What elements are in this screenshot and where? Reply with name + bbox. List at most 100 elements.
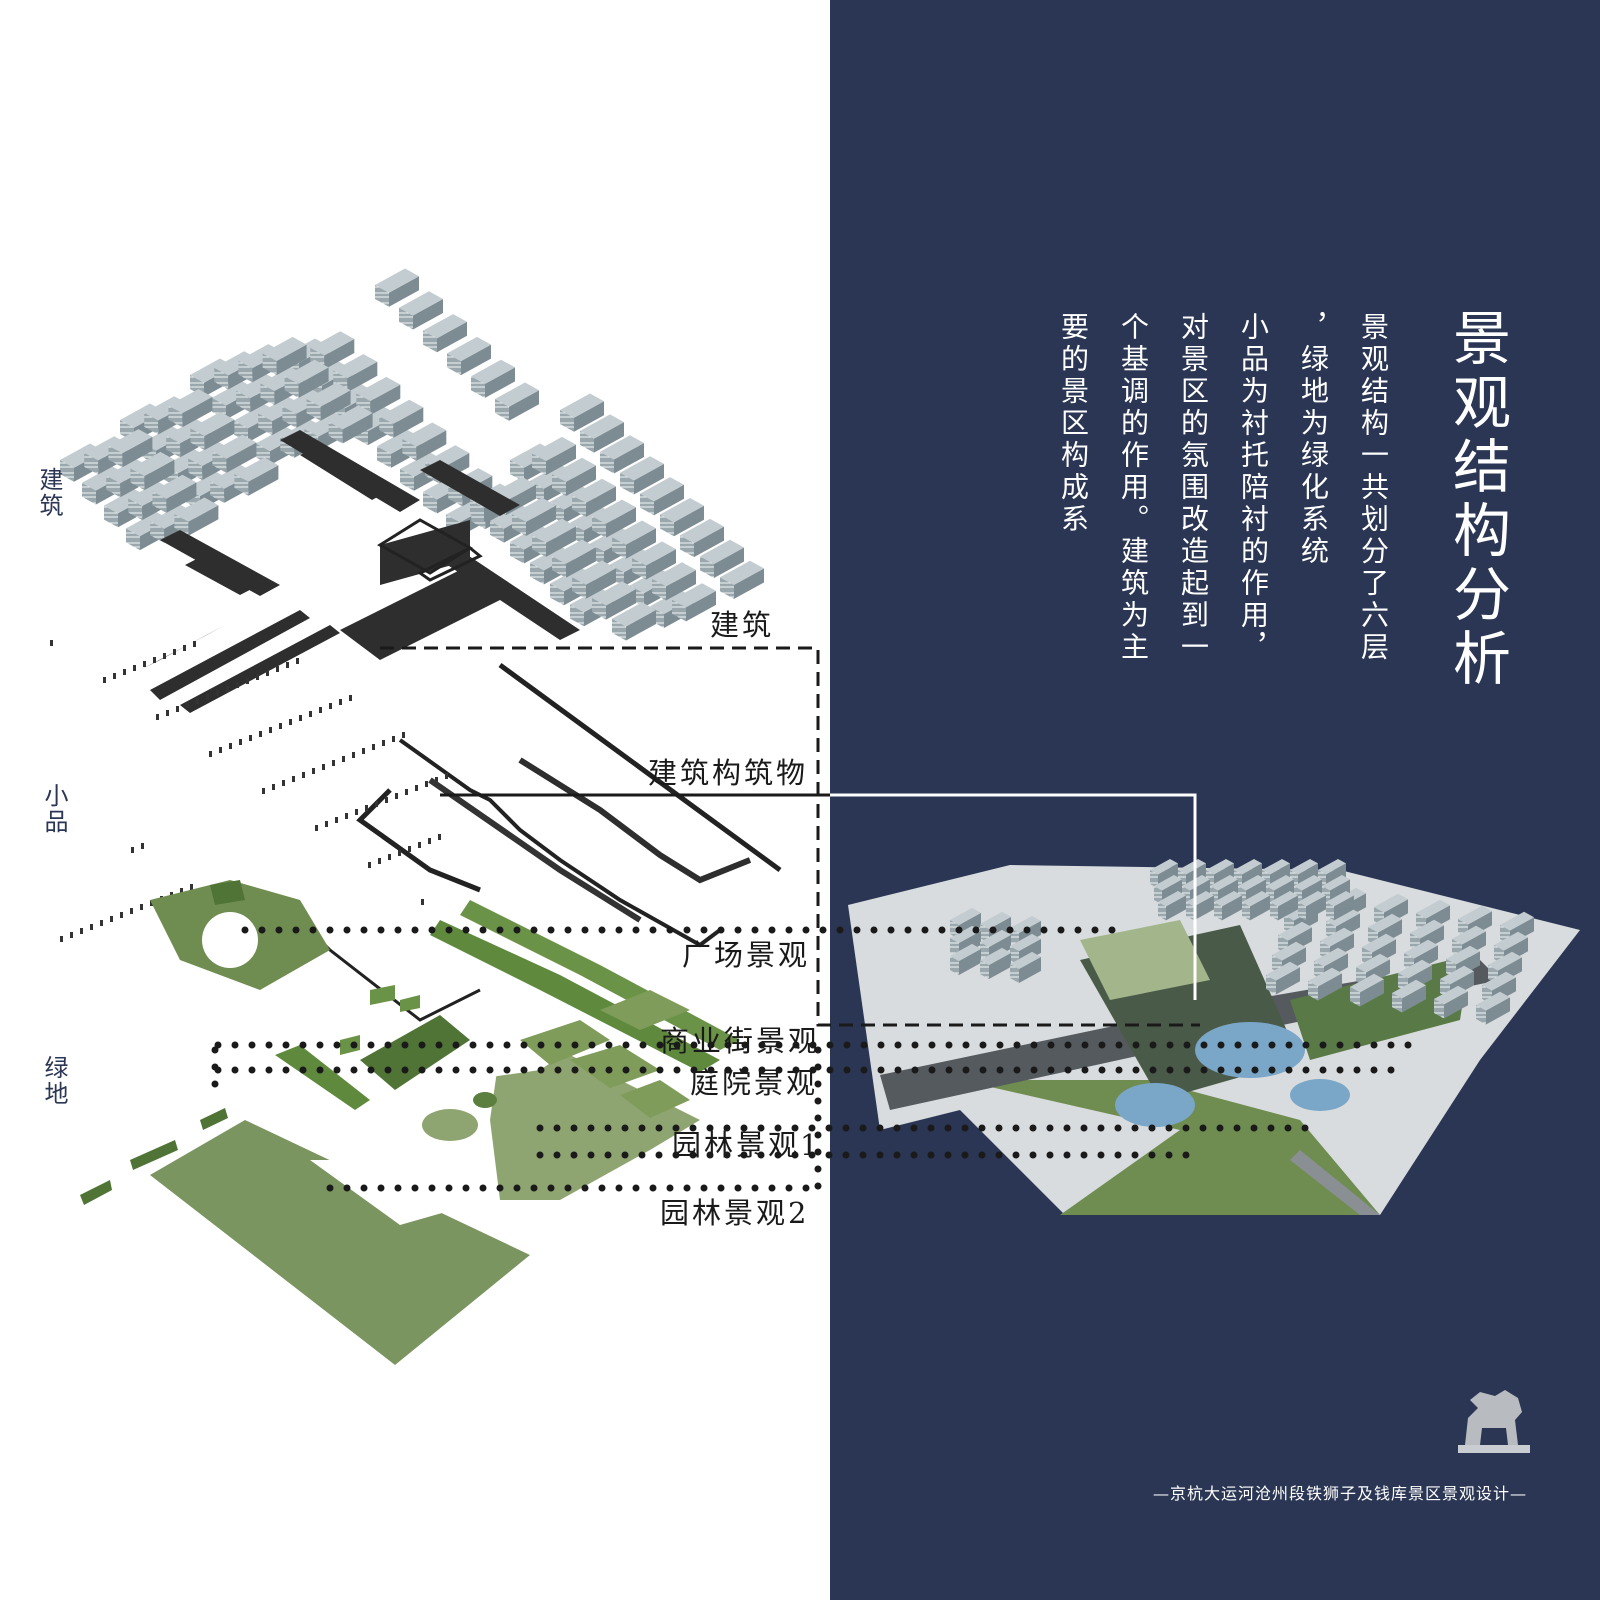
sketch-item-mark xyxy=(163,653,166,659)
building-block xyxy=(1392,979,1426,1013)
building-block xyxy=(130,451,175,491)
sketch-item-mark xyxy=(206,694,209,700)
sketch-item-mark xyxy=(80,928,83,934)
lion-statue-logo xyxy=(1458,1390,1530,1453)
sketch-item-mark xyxy=(322,764,325,770)
sketch-item-mark xyxy=(286,662,289,668)
building-block xyxy=(379,399,424,438)
sketch-item-mark xyxy=(156,714,159,720)
sketch-item-mark xyxy=(415,785,418,791)
building-block xyxy=(306,382,351,421)
side-label-green: 绿地 xyxy=(40,1055,68,1107)
sketch-item-mark xyxy=(180,888,183,894)
sketch-item-mark xyxy=(113,673,116,679)
building-block xyxy=(174,497,219,536)
sketch-item-mark xyxy=(289,719,292,725)
body-line-5: 个基调的作用。建筑为主 xyxy=(1117,312,1150,664)
sketch-item-mark xyxy=(130,908,133,914)
building-block xyxy=(532,436,576,476)
building-block xyxy=(632,541,676,580)
building-block xyxy=(660,498,704,537)
label-garden1: 园林景观1 xyxy=(672,1128,822,1162)
sketch-item-mark xyxy=(176,706,179,712)
building-block xyxy=(1266,961,1300,995)
sketch-item-mark xyxy=(269,727,272,733)
sketch-item-mark xyxy=(141,843,144,849)
sketch-item-mark xyxy=(329,703,332,709)
building-block xyxy=(680,518,724,558)
sketch-item-mark xyxy=(309,711,312,717)
building-outline xyxy=(377,518,483,582)
building-block xyxy=(168,389,213,428)
sketch-item-mark xyxy=(226,686,229,692)
sketch-item-mark xyxy=(100,920,103,926)
building-block xyxy=(234,457,279,496)
building-block xyxy=(423,314,467,353)
sketch-item-mark xyxy=(368,862,371,868)
traditional-buildings xyxy=(140,430,580,713)
sketch-item-mark xyxy=(362,748,365,754)
building-block xyxy=(1350,973,1384,1007)
right-panel xyxy=(830,0,1600,1600)
sketch-item-mark xyxy=(296,658,299,664)
sketch-item-mark xyxy=(352,752,355,758)
sketch-item-mark xyxy=(259,731,262,737)
sketch-item-mark xyxy=(282,780,285,786)
building-block xyxy=(1434,985,1468,1019)
building-block xyxy=(580,414,624,453)
sketch-item-mark xyxy=(276,666,279,672)
building-block xyxy=(1476,991,1510,1025)
building-block xyxy=(720,560,764,599)
building-layer xyxy=(60,268,764,641)
green-layer xyxy=(80,880,740,1365)
building-block xyxy=(1186,891,1214,921)
sketch-item-mark xyxy=(435,777,438,783)
building-block xyxy=(512,497,556,536)
sketch-item-mark xyxy=(342,756,345,762)
sketch-item-mark xyxy=(249,735,252,741)
building-block xyxy=(1298,891,1326,921)
sketch-item-mark xyxy=(438,834,441,840)
sketch-item-mark xyxy=(345,813,348,819)
page-title: 景观结构分析 xyxy=(1443,308,1511,692)
sketch-item-mark xyxy=(408,846,411,852)
sketch-item-mark xyxy=(262,788,265,794)
sketch-item-mark xyxy=(70,932,73,938)
sketch-item-mark xyxy=(325,821,328,827)
sketch-item-mark xyxy=(209,751,212,757)
sketch-item-mark xyxy=(131,847,134,853)
building-block xyxy=(262,336,307,376)
building-block xyxy=(108,429,153,468)
sketch-item-mark xyxy=(110,916,113,922)
building-block xyxy=(600,435,644,474)
site-buildings xyxy=(950,859,1534,1025)
building-block xyxy=(375,268,419,307)
building-block xyxy=(612,520,656,559)
building-block xyxy=(471,359,515,398)
sketch-item-mark xyxy=(256,674,259,680)
building-block xyxy=(152,474,197,513)
sketch-item-mark xyxy=(335,817,338,823)
side-label-sketch: 小品 xyxy=(40,783,68,835)
sketch-item-mark xyxy=(60,936,63,942)
building-block xyxy=(1214,891,1242,921)
sketch-item-mark xyxy=(385,797,388,803)
building-block xyxy=(652,562,696,601)
site-render xyxy=(848,859,1580,1215)
sketch-item-mark xyxy=(272,784,275,790)
sketch-item-mark xyxy=(372,744,375,750)
body-line-6: 要的景区构成系 xyxy=(1057,312,1090,536)
building-block xyxy=(592,499,636,538)
sketch-item-mark xyxy=(319,707,322,713)
building-block xyxy=(190,411,235,451)
sketch-item-mark xyxy=(50,640,53,646)
building-block xyxy=(950,943,981,975)
sketch-item-mark xyxy=(402,732,405,738)
sketch-item-mark xyxy=(266,670,269,676)
building-block xyxy=(495,382,539,421)
sketch-item-mark xyxy=(90,924,93,930)
building-block xyxy=(532,518,576,557)
building-block xyxy=(447,336,491,376)
sketch-item-mark xyxy=(425,781,428,787)
